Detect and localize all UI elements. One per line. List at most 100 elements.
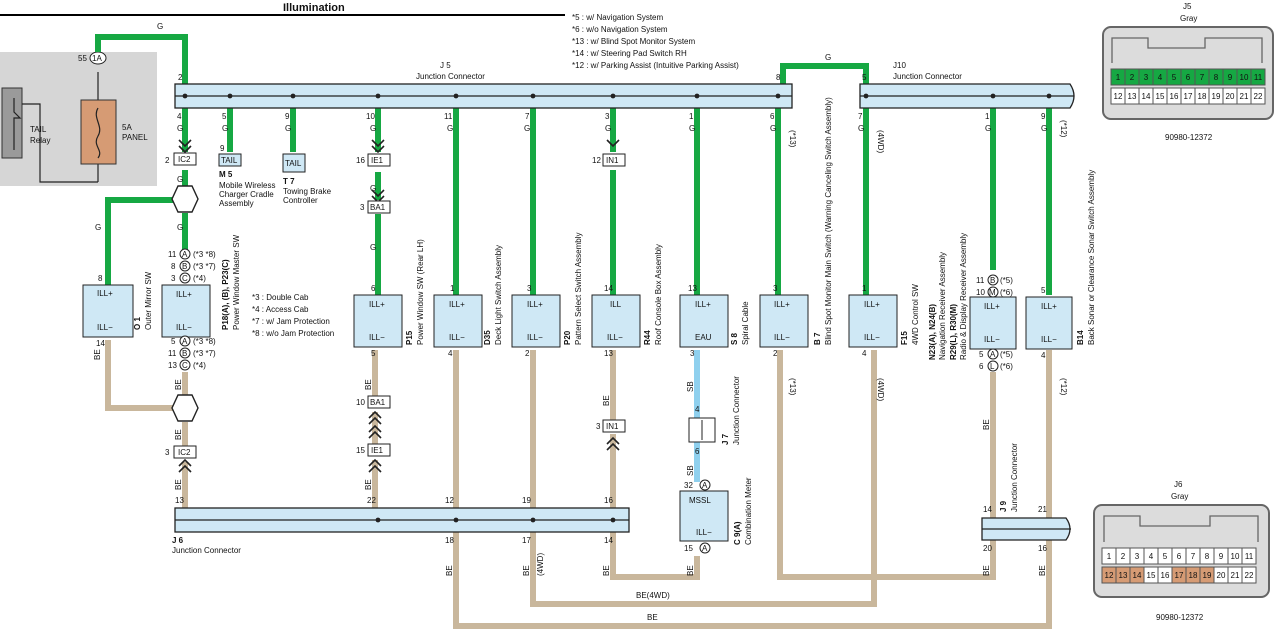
- conn-1a-label: 1A: [92, 54, 102, 63]
- pin-number: 7: [1191, 552, 1196, 561]
- pin-number: 15: [1156, 92, 1165, 101]
- svg-text:ILL+: ILL+: [369, 300, 385, 309]
- wire-be-d35: [453, 350, 1052, 629]
- svg-text:ILL−: ILL−: [176, 323, 192, 332]
- svg-text:P15: P15: [405, 330, 414, 345]
- wire-be-b7: [777, 350, 996, 580]
- note-12: *12 : w/ Parking Assist (Intuitive Parki…: [572, 61, 739, 70]
- pin-number: 14: [1133, 571, 1142, 580]
- pin-number: 12: [1114, 92, 1123, 101]
- svg-text:(*5): (*5): [1000, 276, 1013, 285]
- svg-text:ILL+: ILL+: [527, 300, 543, 309]
- svg-text:ILL+: ILL+: [695, 300, 711, 309]
- t7-tail: TAIL T 7 Towing Brake Controller: [282, 153, 332, 205]
- wire-label: G: [177, 223, 183, 232]
- note-5: *5 : w/ Navigation System: [572, 13, 663, 22]
- ba1-ie1-lower: BA1 10 IE1 15: [356, 395, 391, 473]
- svg-text:18: 18: [445, 536, 454, 545]
- svg-text:SB: SB: [686, 465, 695, 476]
- svg-text:4: 4: [1041, 351, 1046, 360]
- ie1-top-connector: IE1 16 BA1 3: [356, 139, 391, 214]
- svg-text:A: A: [182, 337, 188, 346]
- svg-text:B 7: B 7: [813, 332, 822, 345]
- pin: 7: [525, 112, 530, 121]
- svg-text:BE: BE: [522, 565, 531, 576]
- svg-text:5: 5: [371, 349, 376, 358]
- svg-text:1: 1: [862, 284, 867, 293]
- svg-text:13: 13: [604, 349, 613, 358]
- svg-text:(*3 *8): (*3 *8): [193, 250, 216, 259]
- pin-cell: [1241, 547, 1257, 565]
- splice-bottom: [171, 394, 199, 422]
- svg-text:Blind Spot Monitor Main Switch: Blind Spot Monitor Main Switch (Warning …: [824, 97, 833, 345]
- svg-text:B: B: [182, 262, 187, 271]
- svg-text:20: 20: [983, 544, 992, 553]
- svg-text:14: 14: [96, 339, 105, 348]
- svg-text:BE: BE: [602, 395, 611, 406]
- svg-text:Junction Connector: Junction Connector: [732, 376, 741, 445]
- svg-text:21: 21: [1038, 505, 1047, 514]
- svg-text:B: B: [182, 349, 187, 358]
- g-wires: [95, 34, 1052, 295]
- svg-text:J 9: J 9: [999, 500, 1008, 512]
- svg-text:SB: SB: [686, 381, 695, 392]
- svg-text:Back Sonar or Clearance Sonar: Back Sonar or Clearance Sonar Switch Ass…: [1087, 170, 1096, 345]
- pin: 9: [285, 112, 290, 121]
- j10-pin-8: 8: [776, 73, 781, 82]
- svg-text:3: 3: [165, 448, 170, 457]
- svg-text:TAIL: TAIL: [285, 159, 302, 168]
- svg-text:BE: BE: [174, 379, 183, 390]
- j6-nodes: [375, 517, 616, 523]
- svg-text:4: 4: [448, 349, 453, 358]
- svg-text:IE1: IE1: [371, 446, 384, 455]
- svg-text:IN1: IN1: [606, 156, 619, 165]
- svg-text:17: 17: [522, 536, 531, 545]
- relay-panel: [0, 52, 157, 186]
- svg-text:90980-12372: 90980-12372: [1165, 133, 1213, 142]
- svg-text:BE: BE: [364, 479, 373, 490]
- r44-roof-console-box: ILL ILL− 14 13 R44 Roof Console Box Asse…: [591, 244, 663, 358]
- wire-label: G: [770, 124, 776, 133]
- svg-text:BE: BE: [445, 565, 454, 576]
- svg-text:10: 10: [356, 398, 365, 407]
- pin-number: 6: [1177, 552, 1182, 561]
- svg-text:MSSL: MSSL: [689, 496, 711, 505]
- svg-text:L: L: [990, 362, 995, 371]
- wire-label: G: [157, 22, 163, 31]
- svg-text:BE: BE: [1038, 565, 1047, 576]
- pin-number: 2: [1130, 73, 1135, 82]
- panel-fuse: [80, 99, 117, 165]
- svg-text:R44: R44: [643, 330, 652, 345]
- wire-label: G: [370, 184, 376, 193]
- pin-number: 16: [1170, 92, 1179, 101]
- wire-label: G: [177, 124, 183, 133]
- svg-text:Power Window Master SW: Power Window Master SW: [232, 234, 241, 330]
- pin-number: 20: [1226, 92, 1235, 101]
- pin: 6: [770, 112, 775, 121]
- wire-label: G: [370, 124, 376, 133]
- svg-text:15: 15: [356, 446, 365, 455]
- cond-b14: (*12): [1059, 120, 1068, 138]
- svg-text:BA1: BA1: [370, 203, 386, 212]
- svg-text:4: 4: [695, 405, 700, 414]
- svg-text:ILL+: ILL+: [449, 300, 465, 309]
- pin-number: 3: [1144, 73, 1149, 82]
- wire-be-o1: [105, 340, 175, 411]
- svg-text:4WD Control SW: 4WD Control SW: [911, 284, 920, 345]
- svg-text:10: 10: [976, 288, 985, 297]
- svg-text:5: 5: [171, 337, 176, 346]
- svg-text:Assembly: Assembly: [219, 199, 254, 208]
- svg-text:ILL+: ILL+: [864, 300, 880, 309]
- j6-name: Junction Connector: [172, 546, 241, 555]
- relay-contact: [13, 98, 22, 150]
- svg-text:5: 5: [1041, 286, 1046, 295]
- wire-label: G: [447, 124, 453, 133]
- svg-text:6: 6: [695, 447, 700, 456]
- svg-text:(4WD): (4WD): [536, 553, 545, 576]
- svg-text:C 9(A): C 9(A): [733, 521, 742, 545]
- svg-text:ILL+: ILL+: [176, 290, 192, 299]
- svg-text:ILL+: ILL+: [97, 289, 113, 298]
